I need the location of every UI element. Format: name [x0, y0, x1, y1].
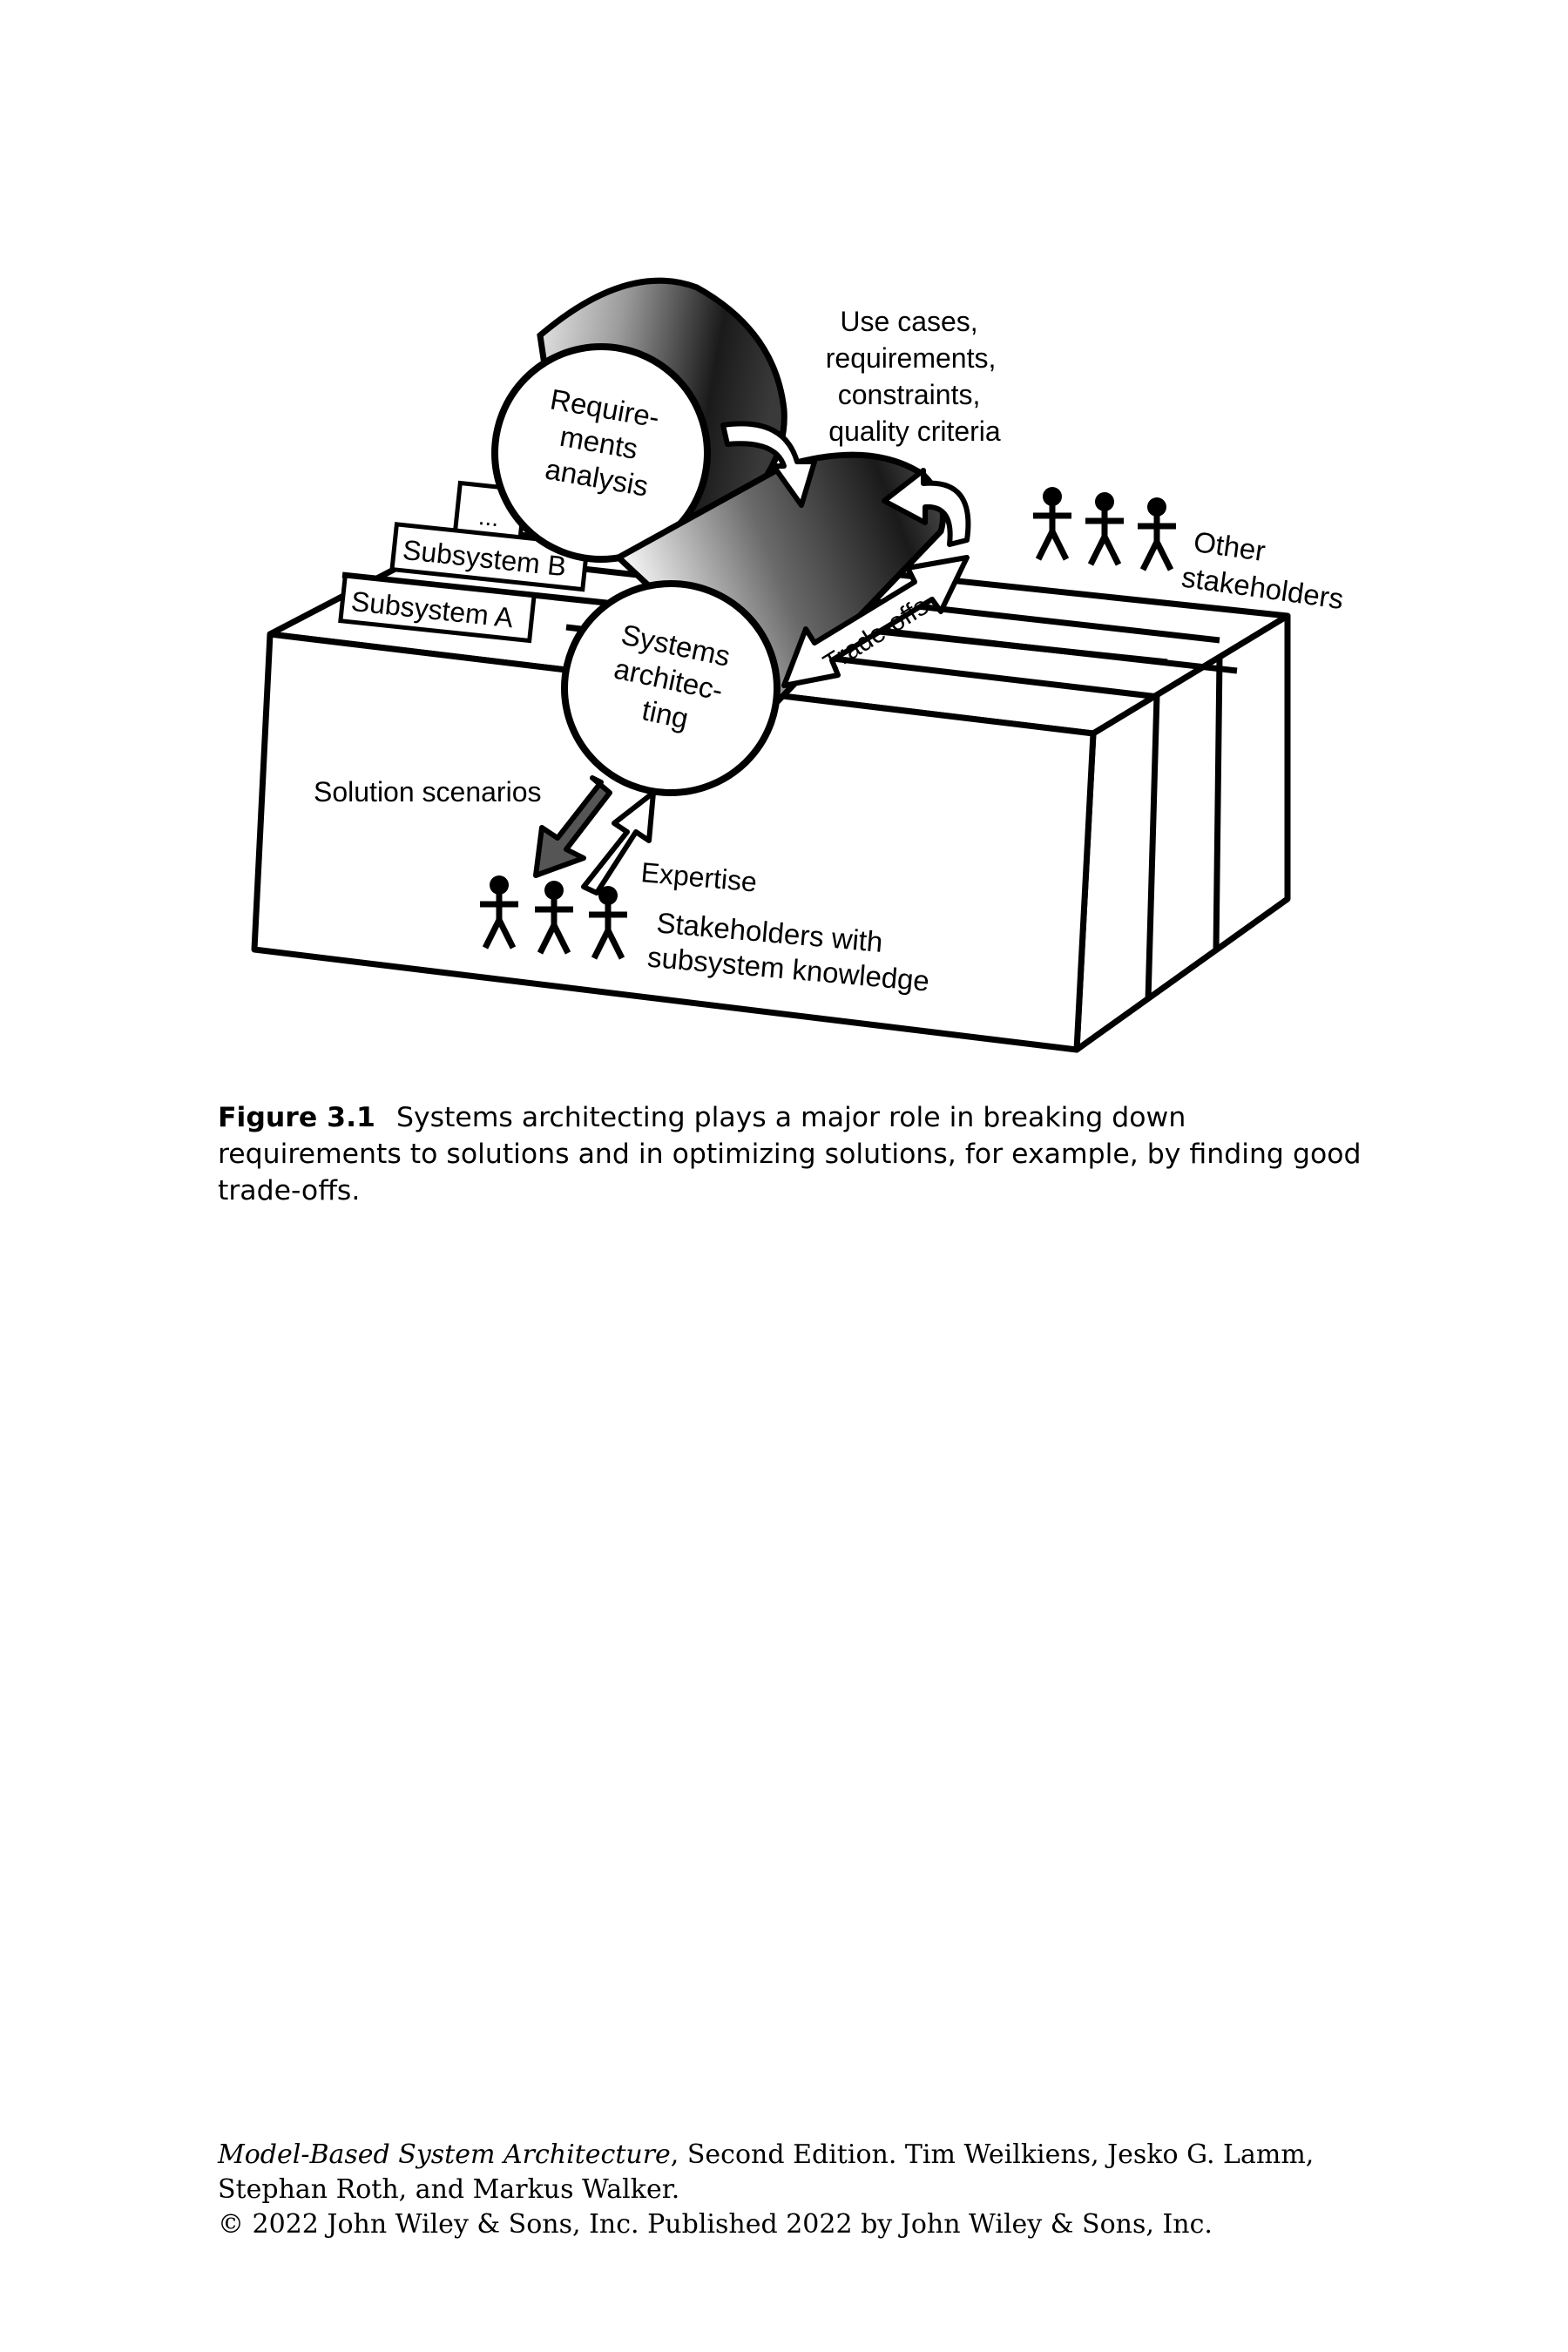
copyright-footer: Model-Based System Architecture, Second … — [218, 2138, 1437, 2242]
more-subsystems-label: ... — [477, 503, 500, 531]
expertise-arrows — [533, 775, 656, 896]
stick-figure-icon — [1085, 492, 1124, 564]
book-title: Model-Based System Architecture — [218, 2139, 671, 2170]
use-cases-label: Use cases, requirements, constraints, qu… — [826, 306, 1004, 447]
other-stakeholders-line-1: Other — [1192, 525, 1267, 567]
caption-text: Systems architecting plays a major role … — [218, 1102, 1362, 1206]
curved-arrow-icon — [720, 421, 971, 547]
systems-architecting-cylinder: Systems architec- ting — [561, 451, 946, 796]
footer-line-1-rest: , Second Edition. Tim Weilkiens, Jesko G… — [670, 2139, 1315, 2170]
box-front-face — [251, 631, 1097, 1053]
solution-scenarios-label: Solution scenarios — [314, 776, 541, 808]
systems-architecting-figure: ... Subsystem B Subsystem A Require- men… — [251, 277, 1350, 1053]
requirements-analysis-cylinder: Require- ments analysis — [491, 277, 787, 563]
stick-figure-icon — [1033, 487, 1071, 559]
stick-figure-icon — [1138, 497, 1176, 570]
figure-label: Figure 3.1 — [218, 1102, 375, 1133]
footer-line-1: Model-Based System Architecture, Second … — [218, 2138, 1437, 2173]
svg-text:Other stakeholders: Other stakeholders — [1179, 524, 1350, 615]
footer-line-3: © 2022 John Wiley & Sons, Inc. Published… — [218, 2209, 1213, 2240]
box-top-line-4 — [888, 628, 1238, 674]
footer-line-2: Stephan Roth, and Markus Walker. — [218, 2174, 680, 2205]
